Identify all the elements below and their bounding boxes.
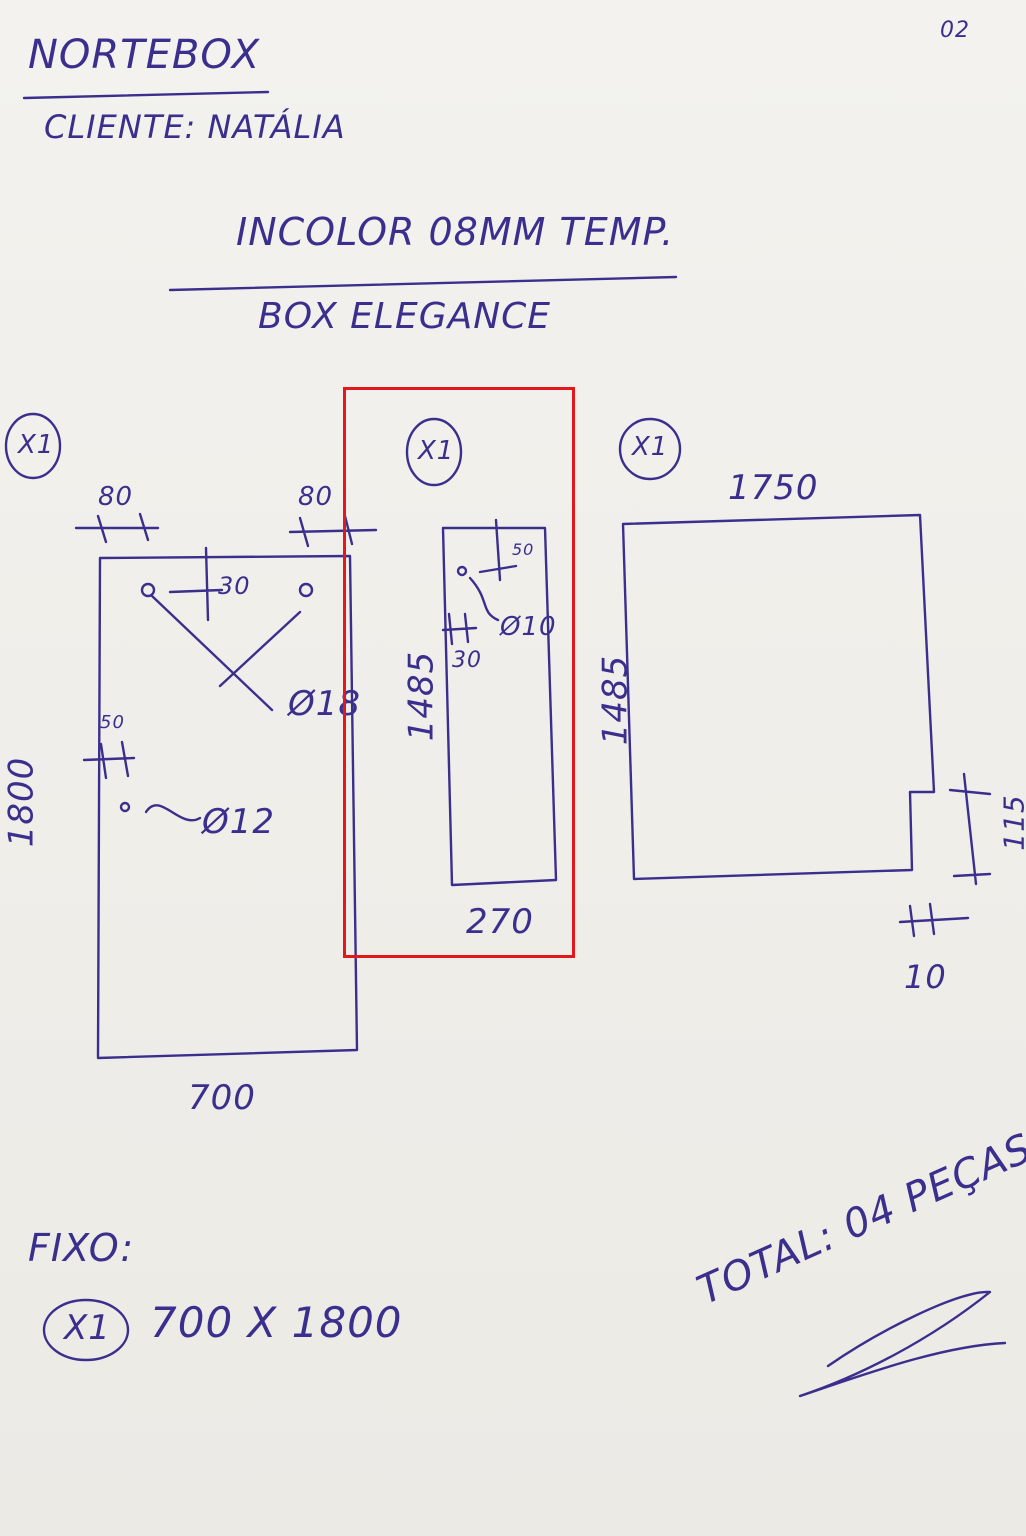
piece2-quantity: X1 [418,436,455,466]
piece1-hole-side [119,801,131,813]
piece1-dim-50 [82,740,136,780]
piece3-quantity: X1 [632,432,669,462]
qty-circle-fixed [42,1298,130,1362]
header-underline [22,90,270,100]
piece3-dim-115 [948,772,992,886]
piece1-dim-top-left [74,512,160,544]
piece3-notch-width-label: 10 [904,958,947,996]
piece1-dim-30 [168,546,224,622]
fixed-size: 700 X 1800 [150,1298,403,1347]
piece1-height-label: 1800 [1,756,42,848]
qty-circle-piece3 [618,417,682,481]
fixed-label: FIXO: [28,1226,135,1270]
piece1-leader-12 [144,804,202,822]
piece2-outline [441,526,558,887]
piece1-quantity: X1 [18,430,55,460]
qty-circle-piece2 [405,417,463,487]
piece3-notch-height-label: 115 [997,794,1026,851]
piece1-outline [96,554,359,1060]
piece1-leader-18 [150,594,302,712]
page-number: 02 [940,18,970,43]
piece3-width-label: 1750 [728,468,819,508]
piece2-hole [456,565,468,577]
piece2-dim-30-label: 30 [452,648,482,673]
piece2-hole-10-label: Ø10 [500,612,557,642]
piece3-outline [621,513,936,881]
signature [798,1290,1007,1398]
piece3-dim-10 [898,902,970,938]
fixed-quantity: X1 [64,1308,111,1348]
piece1-dim-50-label: 50 [100,712,125,733]
glass-spec: INCOLOR 08MM TEMP. [236,210,675,254]
piece1-width-label: 700 [188,1078,256,1118]
piece1-hole-18-label: Ø18 [288,684,362,724]
piece1-dim-top-right-label: 80 [298,482,334,512]
piece2-dim-50 [478,518,518,582]
company-name: NORTEBOX [28,32,261,78]
piece2-leader-10 [468,576,500,622]
product-name: BOX ELEGANCE [258,296,552,337]
client-name: CLIENTE: NATÁLIA [44,108,346,146]
piece2-dim-50-label: 50 [512,540,535,559]
piece1-dim-30-label: 30 [218,572,251,600]
piece3-height-label: 1485 [595,654,636,746]
piece2-dim-30 [441,612,478,646]
qty-circle-piece1 [4,412,62,480]
spec-divider-line [168,275,678,292]
piece1-dim-top-left-label: 80 [98,482,134,512]
highlight-box [343,387,575,958]
piece1-hole-right [298,582,314,598]
piece1-hole-12-label: Ø12 [202,802,276,842]
piece2-width-label: 270 [466,902,534,942]
piece1-hole-left [140,582,156,598]
piece1-dim-top-right [288,514,378,548]
